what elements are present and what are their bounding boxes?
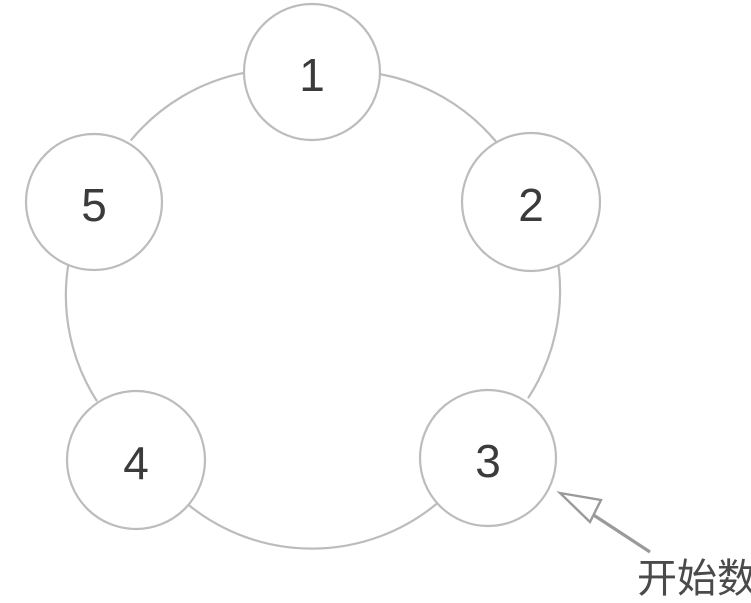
ring-arc-5-to-1 (130, 71, 247, 141)
node-5-label: 5 (81, 179, 107, 231)
start-count-label: 开始数 (637, 556, 751, 602)
node-4-circle[interactable] (65, 389, 207, 531)
start-pointer-arrow (556, 491, 651, 554)
node-2-label: 2 (518, 179, 544, 231)
node-4[interactable]: 4 (65, 389, 207, 531)
node-2-circle[interactable] (460, 131, 602, 273)
node-5[interactable]: 5 (24, 132, 164, 272)
node-3-circle[interactable] (418, 388, 558, 528)
node-1[interactable]: 1 (242, 2, 382, 142)
ring-arc-1-to-2 (377, 72, 497, 143)
node-4-label: 4 (123, 437, 149, 489)
arrow-head-triangle (556, 491, 603, 524)
node-2[interactable]: 2 (460, 131, 602, 273)
arrow-shaft-line (591, 512, 651, 554)
ring-arc-3-to-4 (186, 502, 439, 550)
node-1-label: 1 (299, 49, 325, 101)
node-5-circle[interactable] (24, 132, 164, 272)
node-3[interactable]: 3 (418, 388, 558, 528)
ring-arc-2-to-3 (527, 264, 562, 399)
node-3-label: 3 (475, 435, 501, 487)
ring-arc-4-to-5 (64, 265, 98, 402)
nodes-group: 1 2 3 4 5 (24, 2, 602, 531)
ring-arcs-group (64, 71, 562, 550)
node-1-circle[interactable] (242, 2, 382, 142)
